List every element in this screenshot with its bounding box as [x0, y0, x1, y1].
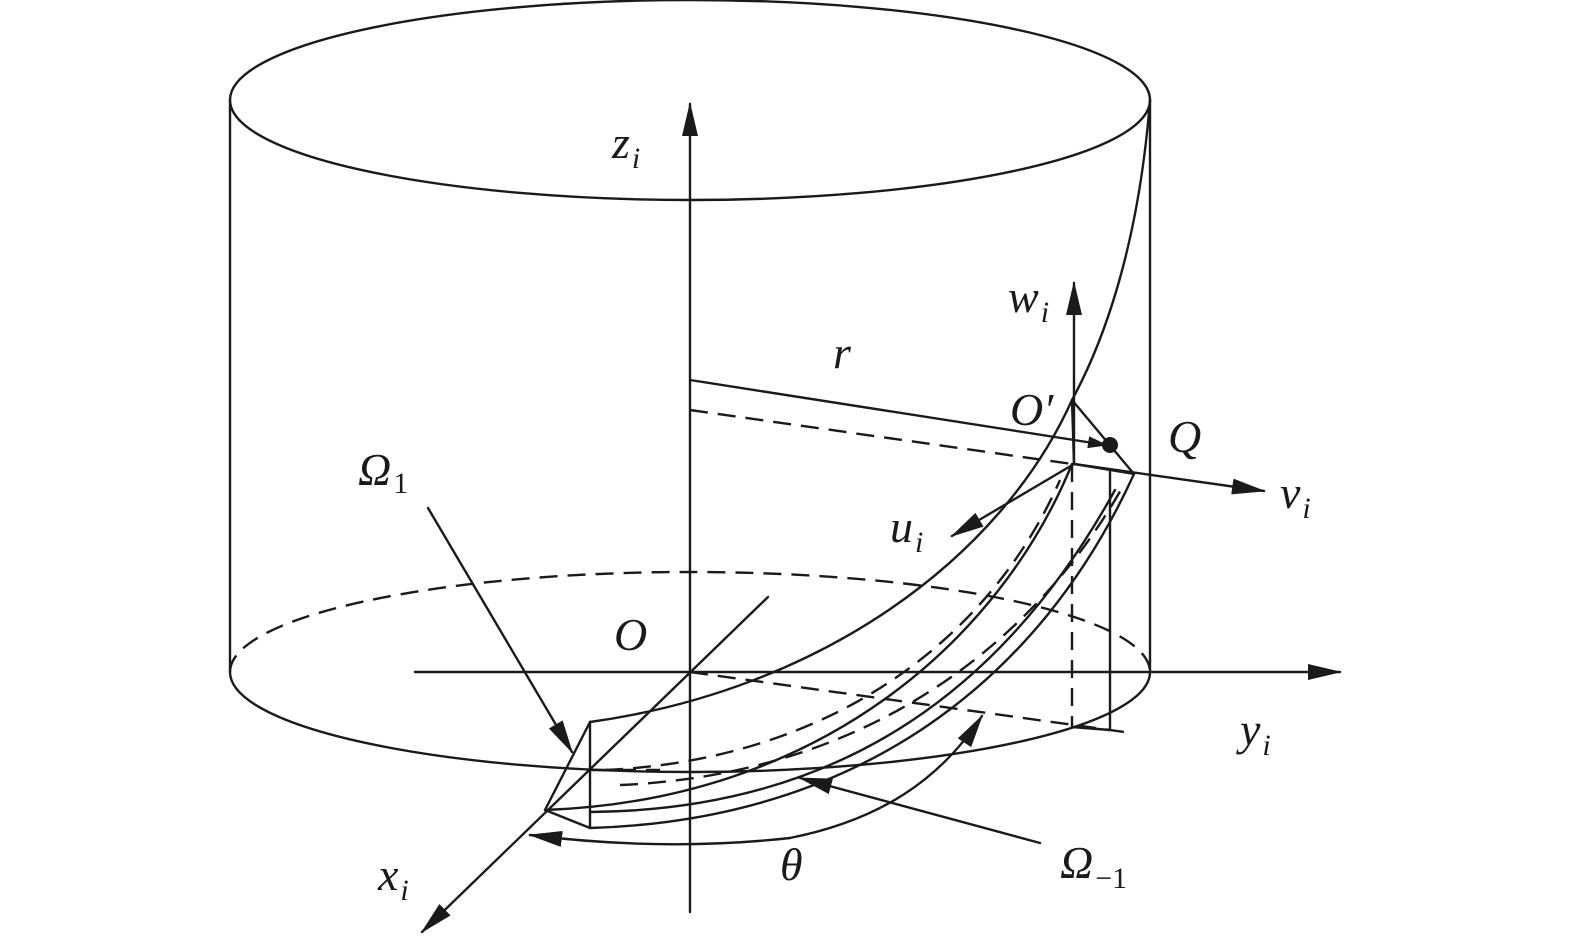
local-frame: [950, 281, 1266, 538]
theta-arc-left-arrow: [528, 831, 792, 847]
strip-upper-edge: [543, 462, 1074, 812]
x-axis-label: xi: [377, 849, 409, 907]
y-axis-label: yi: [1236, 704, 1271, 762]
r-label: r: [833, 327, 852, 378]
radius-lines: [590, 378, 1133, 772]
strip-hidden-edge-2: [619, 487, 1124, 787]
omega-minus1-label: Ω−1: [1060, 837, 1127, 895]
z-axis-label: zi: [611, 117, 640, 175]
radius-r-arrow: [688, 378, 1108, 449]
u-axis-label: ui: [890, 501, 923, 559]
u-axis: [950, 462, 1076, 538]
o-prime-label: O′: [1010, 384, 1054, 435]
theta-label: θ: [780, 839, 803, 890]
bottom-dashed-radius: [689, 670, 1133, 735]
bottom-foot-line: [1070, 725, 1112, 732]
theta-arc: [528, 714, 984, 847]
omega-minus1-leader: [798, 776, 1042, 845]
origin-label: O: [614, 609, 647, 660]
strip-inner-top-edge: [588, 398, 1074, 724]
omega1-leader: [426, 506, 574, 754]
x-axis: [420, 595, 770, 934]
theta-arc-right-arrow: [788, 714, 984, 840]
radius-dashed-line: [689, 408, 1073, 466]
w-axis-label: wi: [1008, 271, 1049, 329]
strip-end-face-right: [1070, 398, 1136, 476]
labels: zi wi r O′ Q vi ui Ω1 O yi xi θ Ω−1: [358, 117, 1311, 907]
strip-hidden-edge-1: [604, 479, 1062, 772]
strip-end-face-left: [543, 720, 592, 830]
omega1-label: Ω1: [358, 444, 408, 500]
q-label: Q: [1168, 411, 1201, 462]
v-axis-label: vi: [1280, 467, 1311, 525]
helical-strip: [543, 98, 1152, 830]
strip-lower-edge-1: [588, 472, 1136, 830]
strip-outer-top-edge: [1070, 98, 1152, 402]
global-axes: [413, 102, 1342, 934]
